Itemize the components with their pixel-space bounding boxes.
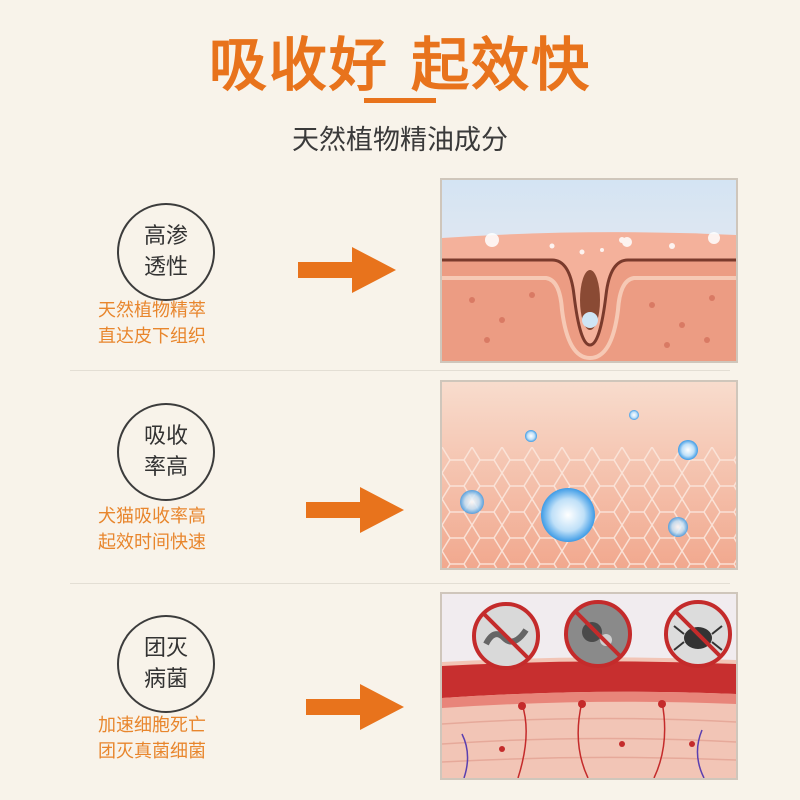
badge-line-1: 团灭	[143, 636, 188, 661]
row-divider	[70, 370, 730, 371]
desc-line-1: 天然植物精萃	[98, 300, 206, 321]
feature-description: 天然植物精萃 直达皮下组织	[98, 298, 206, 350]
desc-line-2: 起效时间快速	[98, 532, 206, 553]
skin-penetration-illustration	[440, 178, 738, 363]
feature-badge-sterilize: 团灭 病菌	[117, 615, 215, 713]
feature-badge-penetration: 高渗 透性	[117, 203, 215, 301]
right-arrow-icon	[306, 487, 404, 533]
cell-absorption-illustration	[440, 380, 738, 570]
title-underline	[364, 98, 436, 103]
feature-description: 加速细胞死亡 团灭真菌细菌	[98, 713, 206, 765]
badge-line-1: 高渗	[143, 224, 188, 249]
page-title: 吸收好 起效快	[208, 31, 592, 99]
pathogen-kill-illustration	[440, 592, 738, 780]
no-mite-icon	[664, 600, 732, 668]
desc-line-1: 犬猫吸收率高	[98, 506, 206, 527]
feature-description: 犬猫吸收率高 起效时间快速	[98, 504, 206, 556]
right-arrow-icon	[306, 684, 404, 730]
page-subtitle: 天然植物精油成分	[292, 125, 508, 156]
badge-line-2: 病菌	[143, 667, 188, 692]
right-arrow-icon	[298, 247, 396, 293]
badge-line-2: 透性	[143, 255, 188, 280]
desc-line-1: 加速细胞死亡	[98, 715, 206, 736]
row-divider	[70, 583, 730, 584]
desc-line-2: 直达皮下组织	[98, 326, 206, 347]
badge-line-1: 吸收	[143, 424, 188, 449]
no-bacteria-icon	[472, 602, 540, 670]
feature-badge-absorption: 吸收 率高	[117, 403, 215, 501]
no-fungus-icon	[564, 600, 632, 668]
desc-line-2: 团灭真菌细菌	[98, 741, 206, 762]
badge-line-2: 率高	[143, 455, 188, 480]
